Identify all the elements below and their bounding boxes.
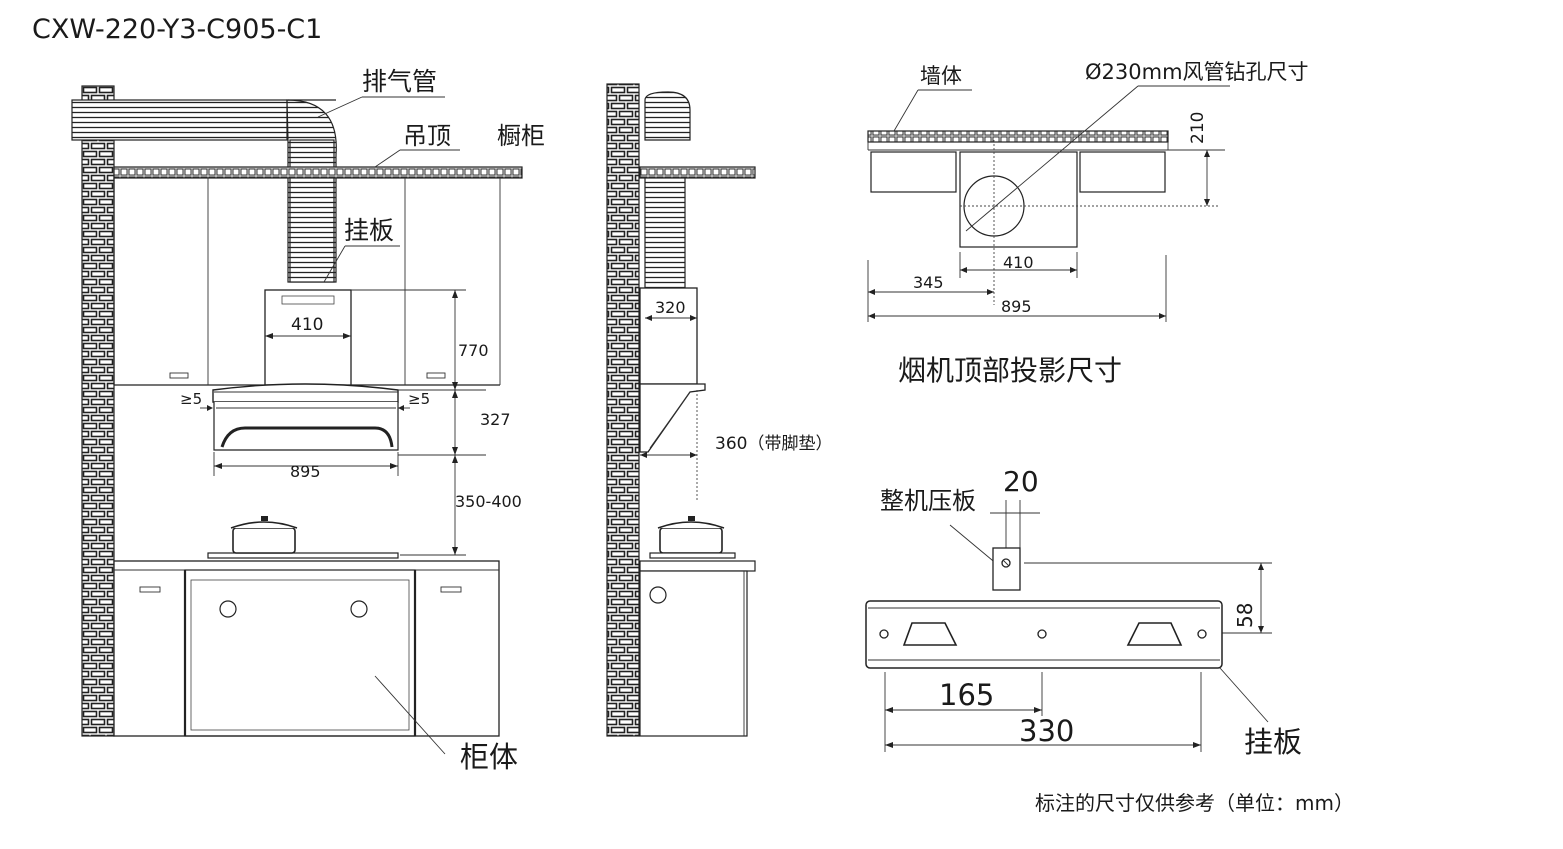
dim-410-front: 410 <box>291 315 323 335</box>
hood-chimney-side <box>639 287 698 385</box>
top-view-caption: 烟机顶部投影尺寸 <box>898 354 1122 387</box>
hood-side-profile <box>639 383 706 453</box>
wall-top <box>867 130 1169 143</box>
range-hood-body <box>212 383 399 451</box>
duct-side <box>644 91 691 141</box>
hood-chimney <box>264 289 352 386</box>
exhaust-duct <box>71 99 337 283</box>
dim-350-400: 350-400 <box>455 492 522 511</box>
dim-345: 345 <box>913 273 944 292</box>
gap-right: ≥5 <box>408 390 430 408</box>
duct-label: 排气管 <box>362 67 437 96</box>
dim-895-front: 895 <box>290 462 321 481</box>
gap-left: ≥5 <box>180 390 202 408</box>
base-cabinet <box>113 560 500 737</box>
dim-410-top: 410 <box>1003 253 1034 272</box>
press-plate <box>992 547 1021 591</box>
wall-brick-side <box>606 83 640 737</box>
dim-165: 165 <box>939 678 994 712</box>
pot-side <box>649 516 736 559</box>
pot-front <box>207 516 399 559</box>
hanger-plate-front <box>281 295 335 305</box>
cabinet-label: 橱柜 <box>497 122 545 150</box>
hanger-label-front: 挂板 <box>344 216 394 245</box>
hanger-label-bracket: 挂板 <box>1244 725 1302 759</box>
footnote: 标注的尺寸仅供参考（单位：mm） <box>1035 791 1354 815</box>
dim-327: 327 <box>480 410 511 429</box>
wall-label: 墙体 <box>920 64 962 88</box>
duct-hole-label: Ø230mm风管钻孔尺寸 <box>1085 60 1309 84</box>
plate-label: 整机压板 <box>880 487 976 515</box>
ceiling-side <box>639 166 756 179</box>
dim-895-top: 895 <box>1001 297 1032 316</box>
front-view: 挂板 排气管 吊顶 橱柜 410 770 327 350-400 ≥5 ≥5 <box>71 67 545 774</box>
dim-320: 320 <box>655 298 686 317</box>
ceiling-front <box>113 166 523 179</box>
top-projection-view: 墙体 Ø230mm风管钻孔尺寸 210 410 345 895 烟机顶部投影尺寸 <box>867 60 1309 387</box>
dim-770: 770 <box>458 341 489 360</box>
dim-210: 210 <box>1188 112 1208 144</box>
base-cabinet-label: 柜体 <box>460 740 518 774</box>
ceiling-label: 吊顶 <box>403 122 451 150</box>
model-title: CXW-220-Y3-C905-C1 <box>32 14 322 45</box>
dim-58: 58 <box>1233 603 1257 628</box>
hanger-bracket-detail: 20 整机压板 58 165 330 挂板 <box>865 465 1302 759</box>
dim-330: 330 <box>1019 714 1074 748</box>
wall-brick-front <box>81 85 115 737</box>
dim-20: 20 <box>1003 465 1039 498</box>
hanger-plate <box>865 600 1223 669</box>
side-view: 320 360（带脚垫） <box>606 83 832 737</box>
dim-360: 360（带脚垫） <box>715 434 832 454</box>
